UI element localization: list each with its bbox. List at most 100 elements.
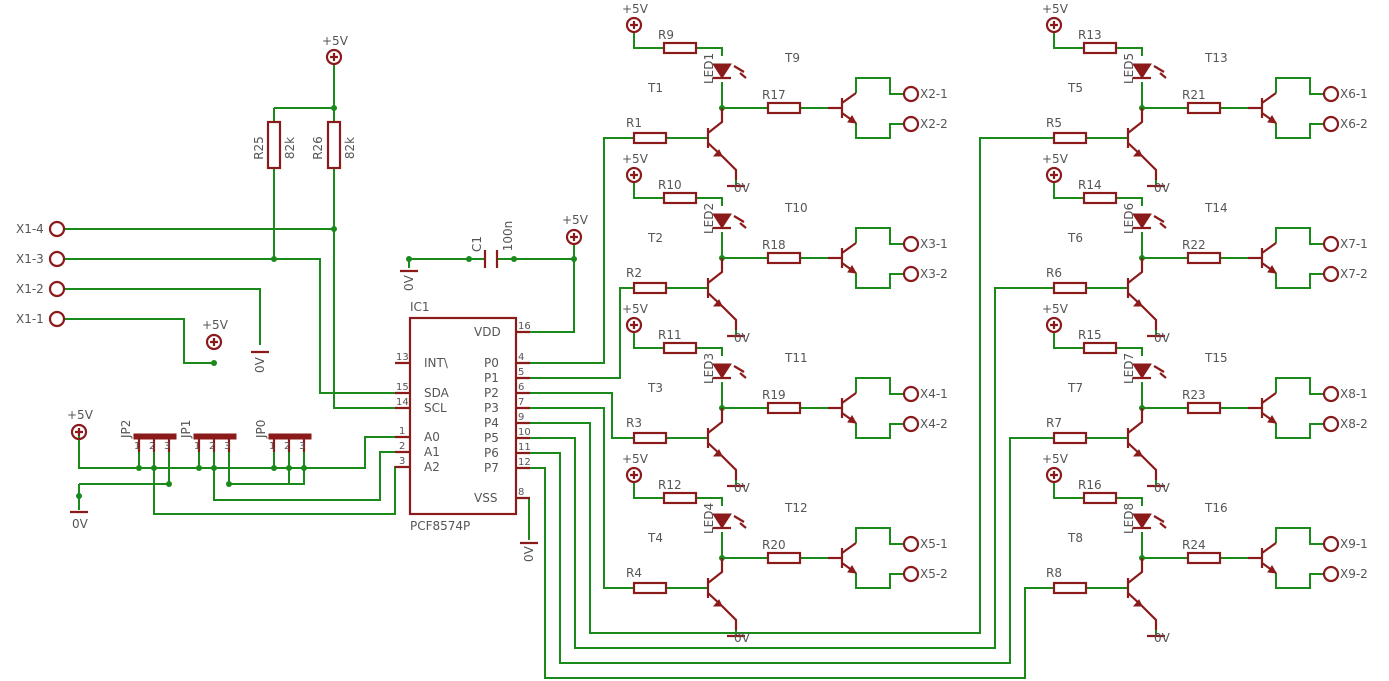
vcc-symbol — [1050, 471, 1058, 479]
resistor-output — [1186, 551, 1222, 565]
resistor-label: R23 — [1182, 388, 1206, 402]
vcc-label: +5V — [622, 302, 649, 316]
vcc-label: +5V — [1042, 452, 1069, 466]
ic-pin-num: 4 — [518, 352, 524, 363]
wire — [1116, 197, 1143, 206]
wire — [696, 197, 723, 206]
vcc-symbol — [1045, 466, 1063, 484]
r25-value: 82k — [283, 137, 297, 159]
transistor-icon — [1127, 142, 1158, 180]
led-arrows-icon — [733, 365, 747, 379]
ground-symbol: 0V — [251, 350, 269, 373]
resistor-r26: R26 82k — [311, 120, 357, 170]
led-arrows-icon — [733, 65, 747, 79]
gnd-label: 0V — [522, 545, 536, 562]
transistor-icon — [1261, 242, 1277, 254]
led-label: LED6 — [1122, 203, 1136, 234]
resistor-input — [1052, 581, 1088, 595]
vcc-symbol — [630, 21, 638, 29]
led-arrows-icon — [1153, 515, 1167, 529]
vcc-symbol: +5V — [322, 34, 349, 66]
wire — [1053, 332, 1084, 349]
r25-name: R25 — [252, 136, 266, 160]
led-label: LED8 — [1122, 503, 1136, 534]
vcc-label: +5V — [1042, 302, 1069, 316]
transistor-arrow-icon — [712, 599, 723, 607]
resistor-label: R14 — [1078, 178, 1102, 192]
led-icon — [1132, 213, 1152, 229]
transistor-icon — [1261, 542, 1277, 554]
led-label: LED1 — [702, 53, 716, 84]
resistor-label: R12 — [658, 478, 682, 492]
transistor-arrow-icon — [1132, 149, 1143, 157]
jumper-pin-num: 3 — [164, 441, 170, 452]
led-icon — [712, 513, 732, 529]
resistor-input — [632, 131, 668, 145]
transistor-label: T6 — [1067, 231, 1083, 245]
led-icon — [712, 363, 732, 379]
jumper-pin-num: 1 — [134, 441, 140, 452]
transistor-icon — [707, 442, 738, 480]
ic-pin-num: 5 — [518, 367, 524, 378]
ic-pin-label: P2 — [484, 386, 499, 400]
ic-pin-num: 10 — [518, 427, 531, 438]
resistor-output — [1186, 101, 1222, 115]
x1-3-label: X1-3 — [16, 252, 44, 266]
jumper-pin-num: 3 — [299, 441, 305, 452]
resistor-led — [1082, 41, 1118, 55]
output-terminal — [902, 535, 920, 553]
ic-pin-num: 16 — [518, 321, 531, 332]
output-terminal — [1322, 115, 1340, 133]
ic1-name: IC1 — [410, 300, 430, 314]
resistor-output — [766, 251, 802, 265]
transistor-icon — [707, 292, 738, 330]
output-label: X2-2 — [920, 117, 948, 131]
transistor-icon — [707, 142, 738, 180]
resistor-label: R2 — [626, 266, 642, 280]
ic-pin-label: P6 — [484, 446, 499, 460]
transistor-icon — [841, 392, 857, 404]
resistor-label: R24 — [1182, 538, 1206, 552]
transistor-label: T5 — [1067, 81, 1083, 95]
ic-pin-label: VSS — [474, 491, 497, 505]
resistor-r25: R25 82k — [252, 120, 297, 170]
ic-pin-num: 6 — [518, 382, 524, 393]
resistor-label: R15 — [1078, 328, 1102, 342]
transistor-arrow-icon — [847, 415, 857, 424]
output-label: X5-2 — [920, 567, 948, 581]
resistor-output — [1186, 401, 1222, 415]
vcc-symbol: +5V — [562, 213, 589, 246]
transistor-arrow-icon — [1132, 449, 1143, 457]
ic1: IC1 PCF8574P 13 INT\ 15 SDA 14 SCL 1 A0 … — [395, 300, 531, 533]
led-icon — [1132, 363, 1152, 379]
led-label: LED5 — [1122, 53, 1136, 84]
vcc-symbol — [1050, 171, 1058, 179]
resistor-input — [632, 281, 668, 295]
resistor-output — [766, 401, 802, 415]
transistor-label: T12 — [784, 501, 808, 515]
r26-name: R26 — [311, 136, 325, 160]
resistor-input — [1052, 281, 1088, 295]
vcc-label: +5V — [1042, 2, 1069, 16]
jumper-pin-num: 2 — [284, 441, 290, 452]
gnd-label: 0V — [734, 631, 751, 645]
vcc-symbol — [630, 321, 638, 329]
vcc-symbol — [1050, 321, 1058, 329]
ground-symbol: 0V — [520, 541, 538, 562]
ic-pin-label: P5 — [484, 431, 499, 445]
led-label: LED4 — [702, 503, 716, 534]
led-label: LED3 — [702, 353, 716, 384]
resistor-input — [1052, 131, 1088, 145]
output-label: X8-1 — [1340, 387, 1368, 401]
transistor-label: T4 — [647, 531, 663, 545]
transistor-icon — [841, 242, 857, 254]
ic-pin-num: 11 — [518, 442, 531, 453]
ic-pin-num: 15 — [396, 382, 409, 393]
wire — [1275, 273, 1324, 289]
vcc-symbol — [1045, 16, 1063, 34]
vcc-symbol — [1045, 166, 1063, 184]
resistor-led — [1082, 191, 1118, 205]
transistor-label: T14 — [1204, 201, 1228, 215]
